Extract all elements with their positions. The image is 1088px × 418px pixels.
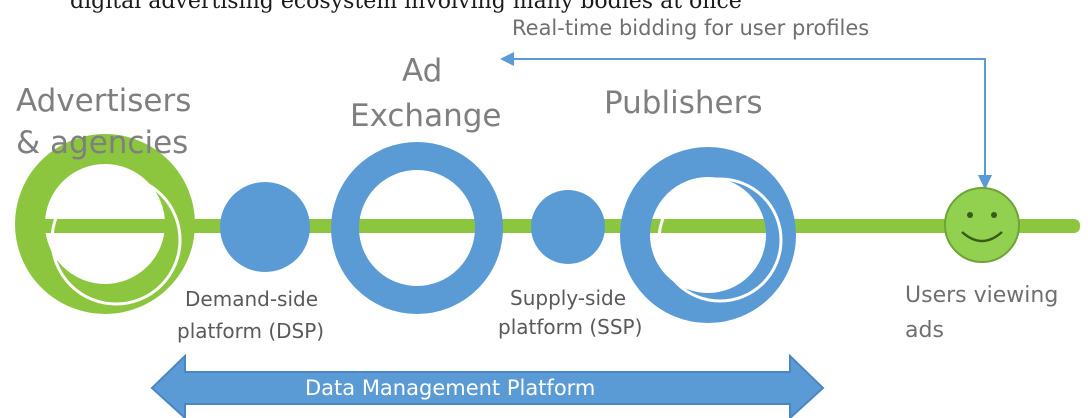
ad-exchange-label-line1: Ad <box>402 53 442 89</box>
advertisers-label-line1: Advertisers <box>16 83 191 119</box>
top-partial-text: digital advertising ecosystem involving … <box>70 0 742 14</box>
advertisers-label-line2: & agencies <box>16 125 188 161</box>
ssp-node <box>531 190 605 264</box>
ad-exchange-node <box>331 142 503 314</box>
ssp-label-line2: platform (SSP) <box>498 315 642 339</box>
double-headed-arrow-icon <box>150 353 825 418</box>
users-label-line1: Users viewing <box>905 283 1058 308</box>
ad-exchange-label-line2: Exchange <box>350 98 501 134</box>
publishers-node <box>620 147 796 323</box>
dsp-label-line2: platform (DSP) <box>177 319 324 343</box>
rtb-label: Real-time bidding for user profiles <box>512 16 869 40</box>
ssp-label-line1: Supply-side <box>510 286 626 310</box>
advertisers-node <box>15 134 195 314</box>
publishers-label: Publishers <box>604 85 762 121</box>
dmp-label: Data Management Platform <box>305 376 595 400</box>
smiley-face-icon <box>944 187 1020 263</box>
rtb-arrow <box>500 52 992 190</box>
users-label-line2: ads <box>905 318 944 343</box>
dsp-label-line1: Demand-side <box>185 287 318 311</box>
dsp-node <box>220 182 310 272</box>
